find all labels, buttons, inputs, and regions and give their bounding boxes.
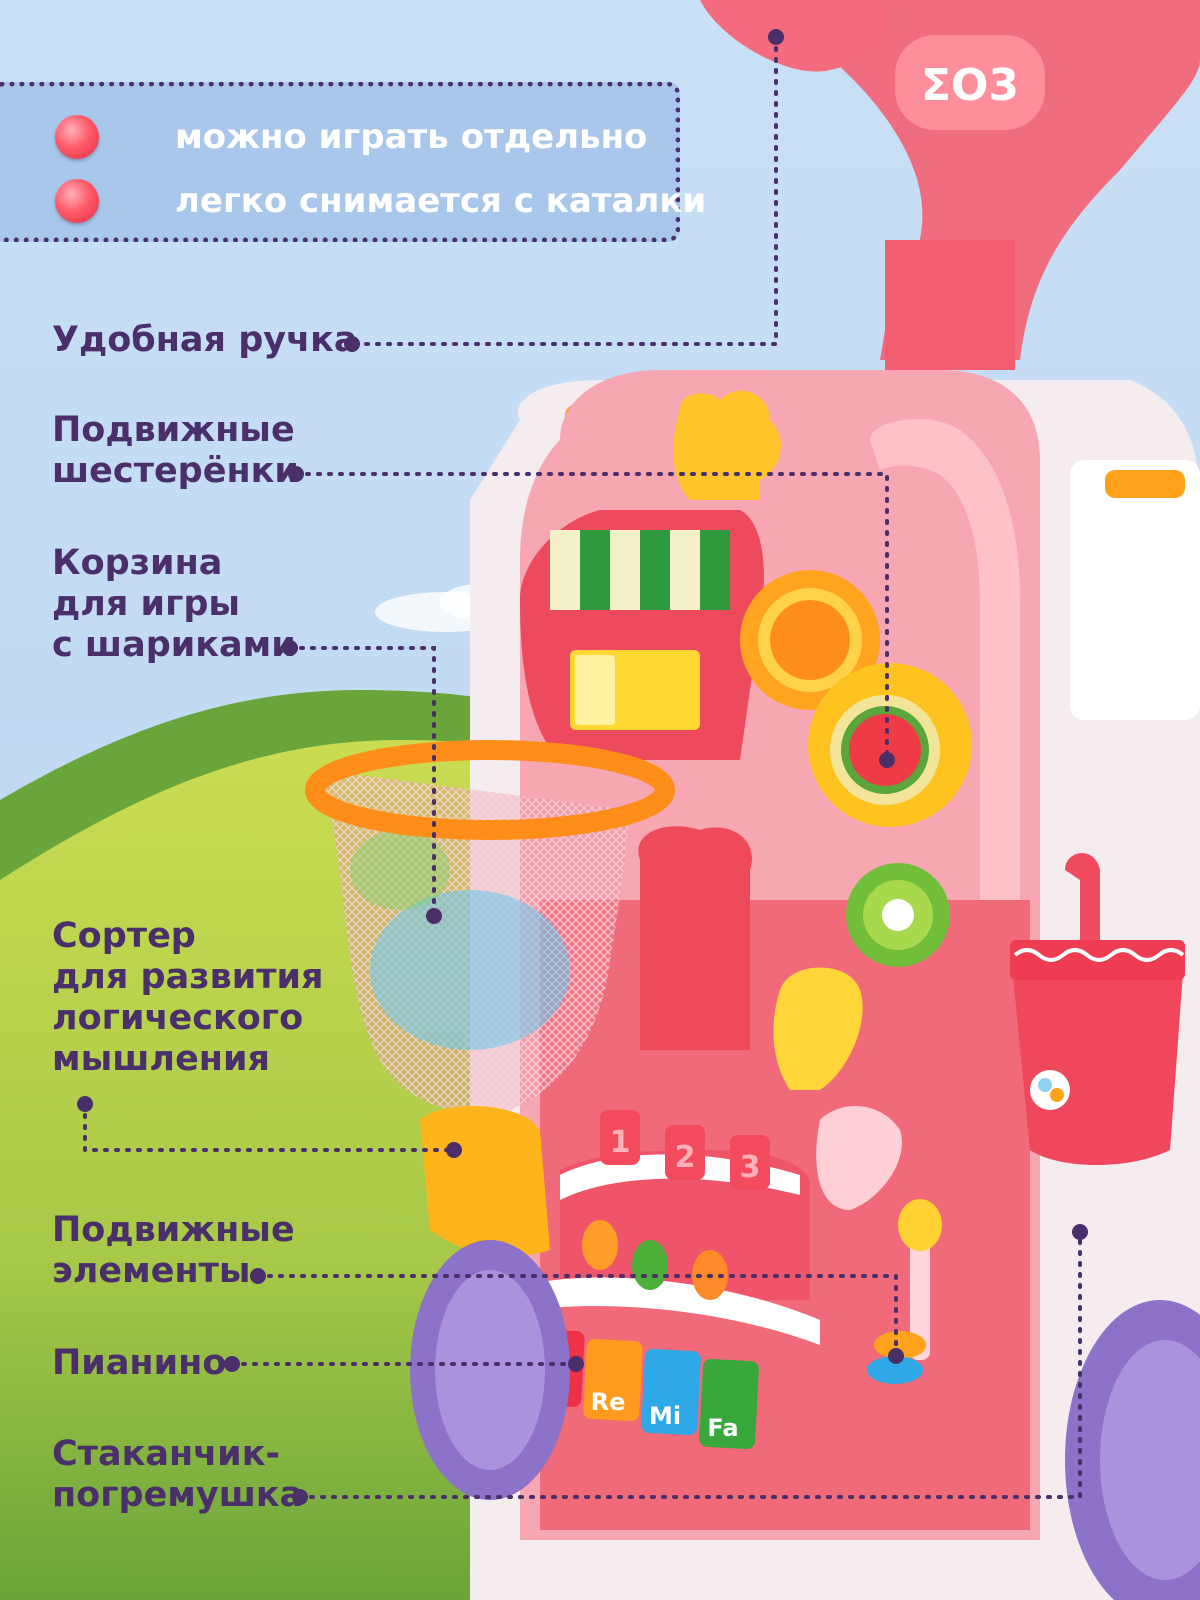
info-bullet-2: легко снимается с каталки — [55, 179, 706, 223]
info-box: можно играть отдельно легко снимается с … — [0, 82, 706, 242]
piano-key-fa[interactable] — [699, 1359, 760, 1450]
info-bullet-text: можно играть отдельно — [175, 117, 648, 157]
number-tags: 1 2 3 — [600, 1110, 770, 1190]
red-dot-icon — [55, 179, 99, 223]
number-tag-3: 3 — [740, 1150, 761, 1185]
piano-key-fa-label: Fa — [707, 1414, 738, 1442]
callout-lines — [83, 35, 1082, 1499]
callout-rattle-cup: Стаканчик- погремушка — [52, 1434, 304, 1515]
number-tag-2: 2 — [675, 1140, 696, 1175]
awning-stripes — [550, 530, 730, 610]
number-tag-1: 1 — [610, 1125, 631, 1160]
callout-dots — [77, 29, 1088, 1505]
callout-basket: Корзина для игры с шариками — [52, 543, 296, 665]
walker-toy: ΣO3 — [305, 0, 1200, 1600]
piano-key-mi-label: Mi — [649, 1402, 681, 1430]
basketball-hoop — [305, 740, 675, 1114]
callout-gears: Подвижные шестерёнки — [52, 410, 299, 491]
piano-key-re[interactable] — [583, 1338, 643, 1422]
callout-handle: Удобная ручка — [52, 320, 358, 360]
piano-key-mi[interactable] — [641, 1348, 701, 1436]
callout-sorter: Сортер для развития логического мышления — [52, 916, 324, 1079]
info-bullet-text: легко снимается с каталки — [175, 181, 707, 221]
rattle-cup — [1010, 853, 1185, 1165]
callout-moving-elements: Подвижные элементы — [52, 1210, 295, 1291]
callout-piano: Пианино — [52, 1343, 227, 1383]
piano-key-re-label: Re — [591, 1388, 626, 1416]
info-bullet-1: можно играть отдельно — [55, 115, 647, 159]
handle-display-text: ΣO3 — [921, 60, 1019, 111]
red-dot-icon — [55, 115, 99, 159]
